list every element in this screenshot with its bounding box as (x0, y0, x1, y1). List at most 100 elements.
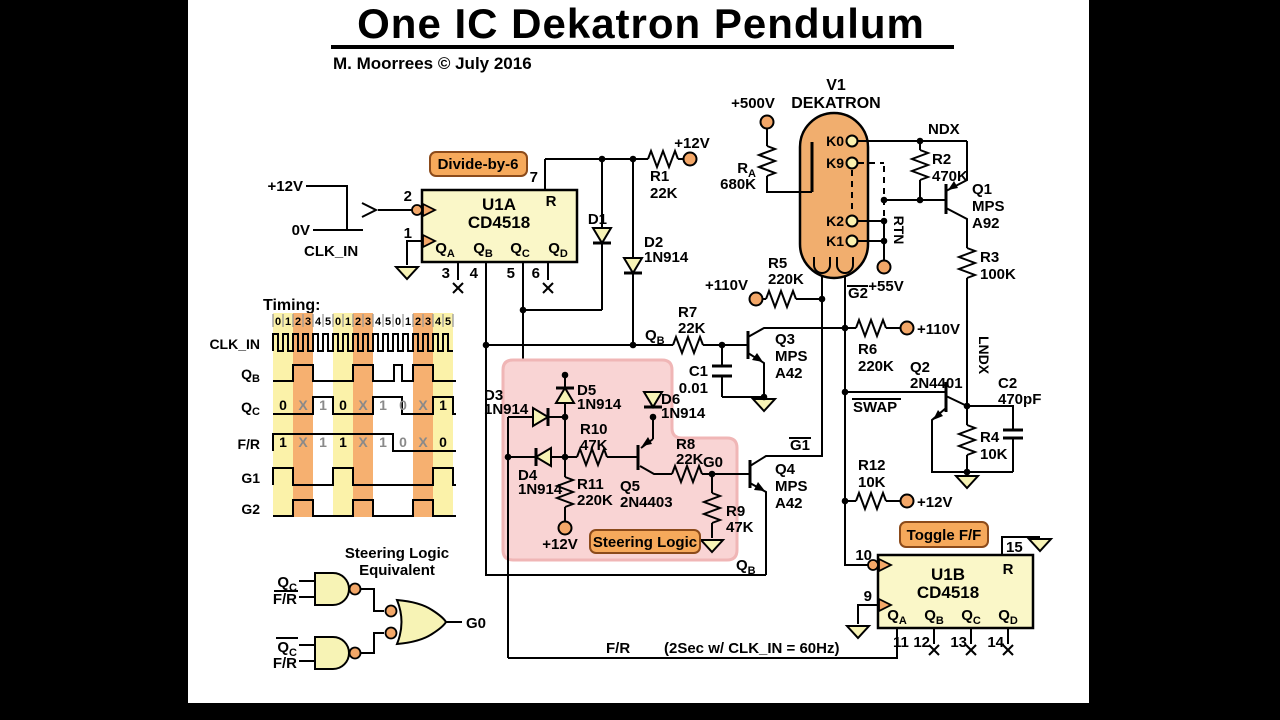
timing-digit: 4 (375, 316, 382, 328)
title-block: One IC Dekatron Pendulum M. Moorrees © J… (331, 0, 954, 73)
timing-title: Timing: (263, 297, 320, 314)
u1b-pin13: 13 (950, 634, 967, 651)
u1b-pin10: 10 (855, 547, 872, 564)
p0v-label: 0V (292, 222, 310, 239)
callout-box (899, 521, 989, 548)
timing-value: 1 (319, 397, 327, 413)
q2-label: Q2 (910, 359, 930, 376)
clock-edge-icon (878, 557, 894, 573)
c1-label: C1 (689, 363, 708, 380)
k1-label: K1 (826, 233, 844, 249)
r10-value: 47K (580, 437, 608, 454)
r6-label: R6 (858, 341, 877, 358)
clock-arrow-icon (361, 202, 379, 218)
gates-equivalent: Steering Logic Equivalent QC F/R QC F/R … (273, 545, 486, 672)
u1a-pin2: 2 (404, 188, 412, 205)
timing-value: X (418, 434, 428, 450)
timing-row-label: QB (241, 366, 260, 385)
d6-part: 1N914 (661, 405, 706, 422)
gate1-in-qc: QC (277, 574, 297, 594)
or-gate-icon (395, 598, 448, 646)
gate2-in-qcbar: QC (277, 639, 297, 659)
d5-part: 1N914 (577, 396, 622, 413)
d4-label: D4 (518, 467, 538, 484)
u1b-body (876, 553, 1035, 630)
q2-part: 2N4401 (910, 375, 963, 392)
g0-out-label: G0 (466, 615, 486, 632)
timing-waveform (273, 499, 456, 517)
timing-digit: 2 (295, 316, 301, 328)
k0-pin-icon (845, 134, 859, 148)
c1-value: 0.01 (679, 380, 708, 397)
k9-pin-icon (845, 156, 859, 170)
u1a-pin4: 4 (470, 265, 479, 282)
u1b-qc: QC (961, 607, 981, 627)
timing-digit: 5 (445, 316, 451, 328)
timing-digit: 0 (335, 316, 341, 328)
nand2-bubble-icon (348, 646, 362, 660)
swap-network: SWAP Q2 2N4401 R4 10K C2 470pF +12V R12 … (845, 359, 1041, 511)
v1-ref: V1 (826, 77, 846, 94)
r2-label: R2 (932, 151, 951, 168)
p110v-terminal (899, 320, 915, 336)
timing-value: X (418, 397, 428, 413)
q3-npn-arrow-icon (752, 353, 763, 362)
timing-digit: 3 (365, 316, 371, 328)
k9-label: K9 (826, 155, 844, 171)
d6-label: D6 (661, 391, 680, 408)
rtn-bus: +55V RTN (868, 166, 907, 295)
d1-label: D1 (588, 211, 607, 228)
r9-value: 47K (726, 519, 754, 536)
timing-digit: 3 (425, 316, 431, 328)
timing-digit: 2 (355, 316, 361, 328)
u1a-counter: +12V R1 22K D1 D2 1N914 U1A CD4518 R 7 Q… (395, 135, 710, 345)
dekatron-tube: V1 DEKATRON +500V RA 680K K0 K9 K2 K1 (720, 77, 967, 280)
u1a-pin1: 1 (404, 225, 412, 242)
timing-row-label: G2 (241, 501, 260, 517)
clk-in-label: CLK_IN (304, 243, 358, 260)
r11-value: 220K (577, 492, 613, 509)
ra-label: RA (737, 160, 756, 180)
u1b-qa: QA (887, 607, 907, 627)
p110v-terminal (748, 291, 764, 307)
p12v-terminal (682, 151, 698, 167)
timing-value: 0 (279, 397, 287, 413)
r7-label: R7 (678, 304, 697, 321)
p12v-label: +12V (674, 135, 709, 152)
p12v-terminal (899, 493, 915, 509)
timing-value: X (358, 397, 368, 413)
r5-value: 220K (768, 271, 804, 288)
timing-digit: 1 (405, 316, 411, 328)
c2-label: C2 (998, 375, 1017, 392)
u1a-pin5: 5 (507, 265, 515, 282)
timing-digit: 3 (305, 316, 311, 328)
r4-value: 10K (980, 446, 1008, 463)
v1-type: DEKATRON (791, 95, 880, 112)
timing-value: X (298, 434, 308, 450)
u1a-pin7: 7 (530, 169, 538, 186)
timing-value: X (358, 434, 368, 450)
u1a-pin3: 3 (442, 265, 450, 282)
timing-value: X (298, 397, 308, 413)
d3-label: D3 (484, 387, 503, 404)
u1a-qb: QB (473, 240, 493, 260)
g2-label: G2 (848, 285, 868, 302)
title-underline (331, 45, 954, 49)
lndx-label: LNDX (976, 336, 992, 375)
timing-value: 1 (279, 434, 287, 450)
r3-value: 100K (980, 266, 1016, 283)
qb-wire-label: QB (645, 327, 665, 347)
fr-feedback: F/R (2Sec w/ CLK_IN = 60Hz) (508, 628, 898, 659)
timing-row-label: G1 (241, 470, 260, 486)
timing-digit: 5 (325, 316, 331, 328)
r2-value: 470K (932, 168, 968, 185)
equiv-title2: Equivalent (359, 562, 435, 579)
r12-label: R12 (858, 457, 886, 474)
r1-value: 22K (650, 185, 678, 202)
timing-digit: 2 (415, 316, 421, 328)
p110v-label: +110V (705, 277, 748, 294)
gate2-in-fr: F/R (273, 655, 297, 672)
r12-value: 10K (858, 474, 886, 491)
timing-waveform (272, 333, 453, 352)
